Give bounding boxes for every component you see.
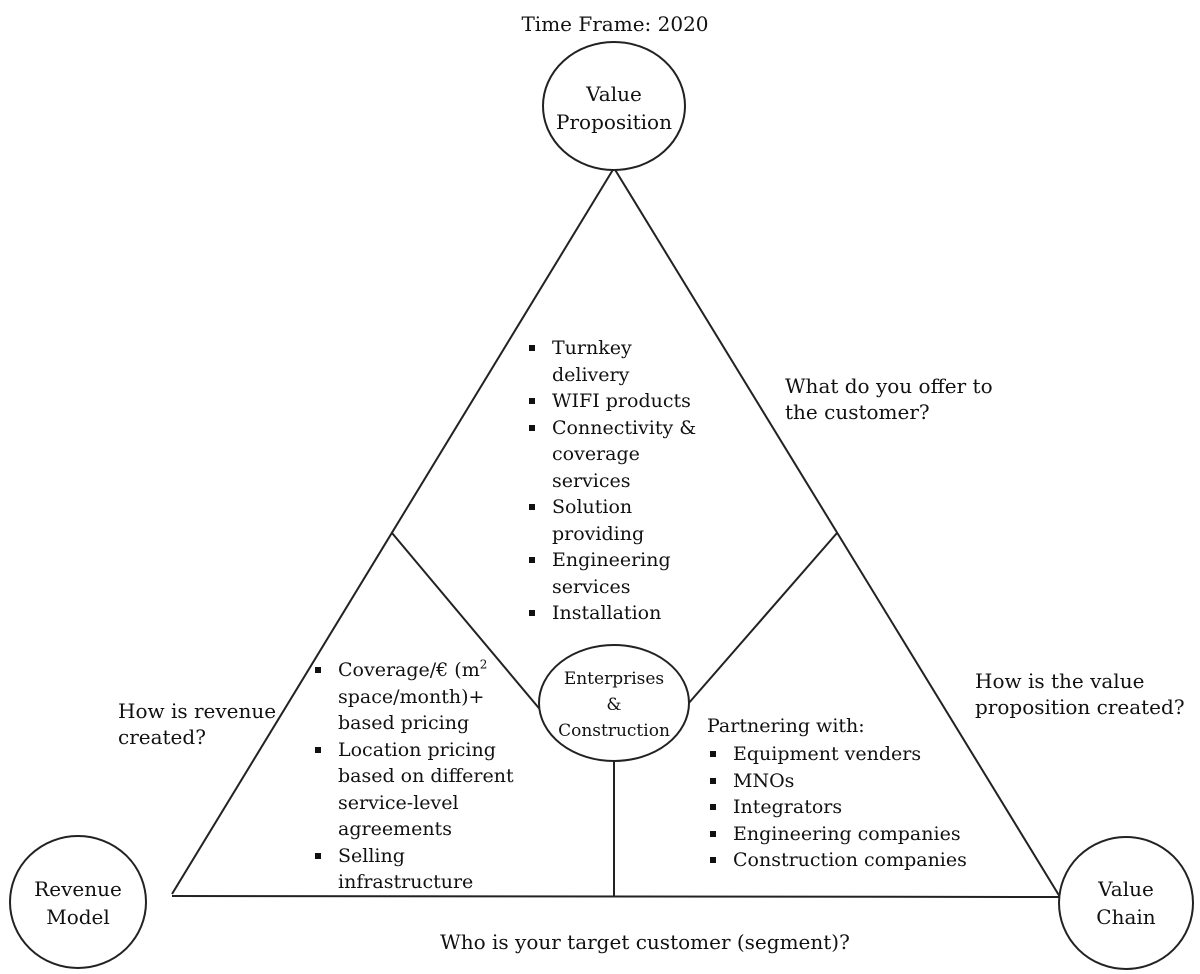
node-center-hub bbox=[538, 644, 690, 762]
center-hub-label: Enterprises & Construction bbox=[558, 669, 670, 741]
question-value-created: How is the value proposition created? bbox=[975, 669, 1185, 719]
list-item: Solution providing bbox=[526, 494, 696, 547]
divider-left bbox=[391, 532, 544, 714]
list-item: Engineering companies bbox=[707, 821, 967, 848]
revenue-list: Coverage/€ (m2 space/month)+ based prici… bbox=[312, 657, 514, 896]
list-item: Selling infrastructure bbox=[312, 843, 514, 896]
value-chain-label: Value Chain bbox=[1096, 877, 1156, 929]
question-target-customer: Who is your target customer (segment)? bbox=[440, 930, 850, 954]
node-value-chain bbox=[1058, 836, 1194, 970]
list-item: WIFI products bbox=[526, 388, 696, 415]
list-item: MNOs bbox=[707, 768, 967, 795]
revenue-model-label: Revenue Model bbox=[34, 877, 122, 929]
list-item: Construction companies bbox=[707, 847, 967, 874]
list-item: Coverage/€ (m2 space/month)+ based prici… bbox=[312, 657, 514, 737]
triangle-left-edge bbox=[171, 167, 615, 895]
list-item: Turnkey delivery bbox=[526, 335, 696, 388]
list-item: Integrators bbox=[707, 794, 967, 821]
question-revenue: How is revenue created? bbox=[118, 699, 277, 749]
list-item: Location pricing based on different serv… bbox=[312, 737, 514, 843]
divider-right bbox=[687, 532, 838, 705]
list-item: Equipment venders bbox=[707, 741, 967, 768]
value-proposition-label: Value Proposition bbox=[556, 82, 672, 134]
list-item: Installation bbox=[526, 600, 696, 627]
node-revenue-model bbox=[9, 835, 147, 969]
question-offer: What do you offer to the customer? bbox=[785, 374, 993, 424]
list-item: Connectivity & coverage services bbox=[526, 415, 696, 495]
list-item: Engineering services bbox=[526, 547, 696, 600]
value-proposition-list: Turnkey delivery WIFI products Connectiv… bbox=[526, 335, 696, 627]
value-chain-heading: Partnering with: bbox=[707, 715, 865, 737]
triangle-base bbox=[171, 895, 1063, 898]
value-chain-list: Equipment venders MNOs Integrators Engin… bbox=[707, 741, 967, 874]
time-frame-label: Time Frame: 2020 bbox=[521, 12, 709, 36]
triangle-right-edge bbox=[613, 167, 1061, 898]
node-value-proposition bbox=[542, 41, 686, 171]
